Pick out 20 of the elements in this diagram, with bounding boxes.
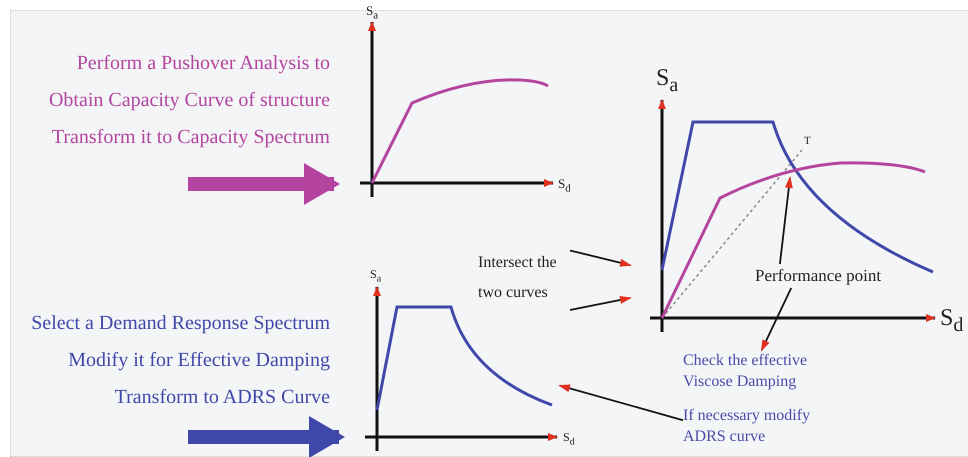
step-text: Perform a Pushover Analysis to Obtain Capacity Curve of structure Transform it to Capacity Spectrum xyxy=(30,45,330,157)
axis-label: S$_{d}$ xyxy=(940,306,964,335)
block-arrow xyxy=(188,416,345,457)
leader-arrow xyxy=(778,176,793,264)
leader-arrow xyxy=(570,296,632,311)
callout-text: Performance point xyxy=(755,264,910,288)
axis-label: S$_{a}$ xyxy=(370,268,382,284)
curve-label: T xyxy=(804,136,811,147)
leader-arrow xyxy=(558,384,684,422)
axis-label: S$_{a}$ xyxy=(656,66,678,95)
leader-arrow xyxy=(570,250,632,267)
instruction-text: If necessary modify ADRS curve xyxy=(683,405,843,451)
block-arrow xyxy=(188,163,340,205)
instruction-text: Check the effective Viscose Damping xyxy=(683,350,843,396)
step-text: Select a Demand Response Spectrum Modify it for Effective Damping Transform to ADRS Curve xyxy=(10,305,330,417)
axis-label: S$_{a}$ xyxy=(366,4,378,22)
axis-label: S$_{d}$ xyxy=(558,177,571,194)
instruction-text: Intersect the two curves xyxy=(478,248,570,310)
axis-label: S$_{d}$ xyxy=(563,431,575,448)
leader-arrow xyxy=(760,288,792,352)
